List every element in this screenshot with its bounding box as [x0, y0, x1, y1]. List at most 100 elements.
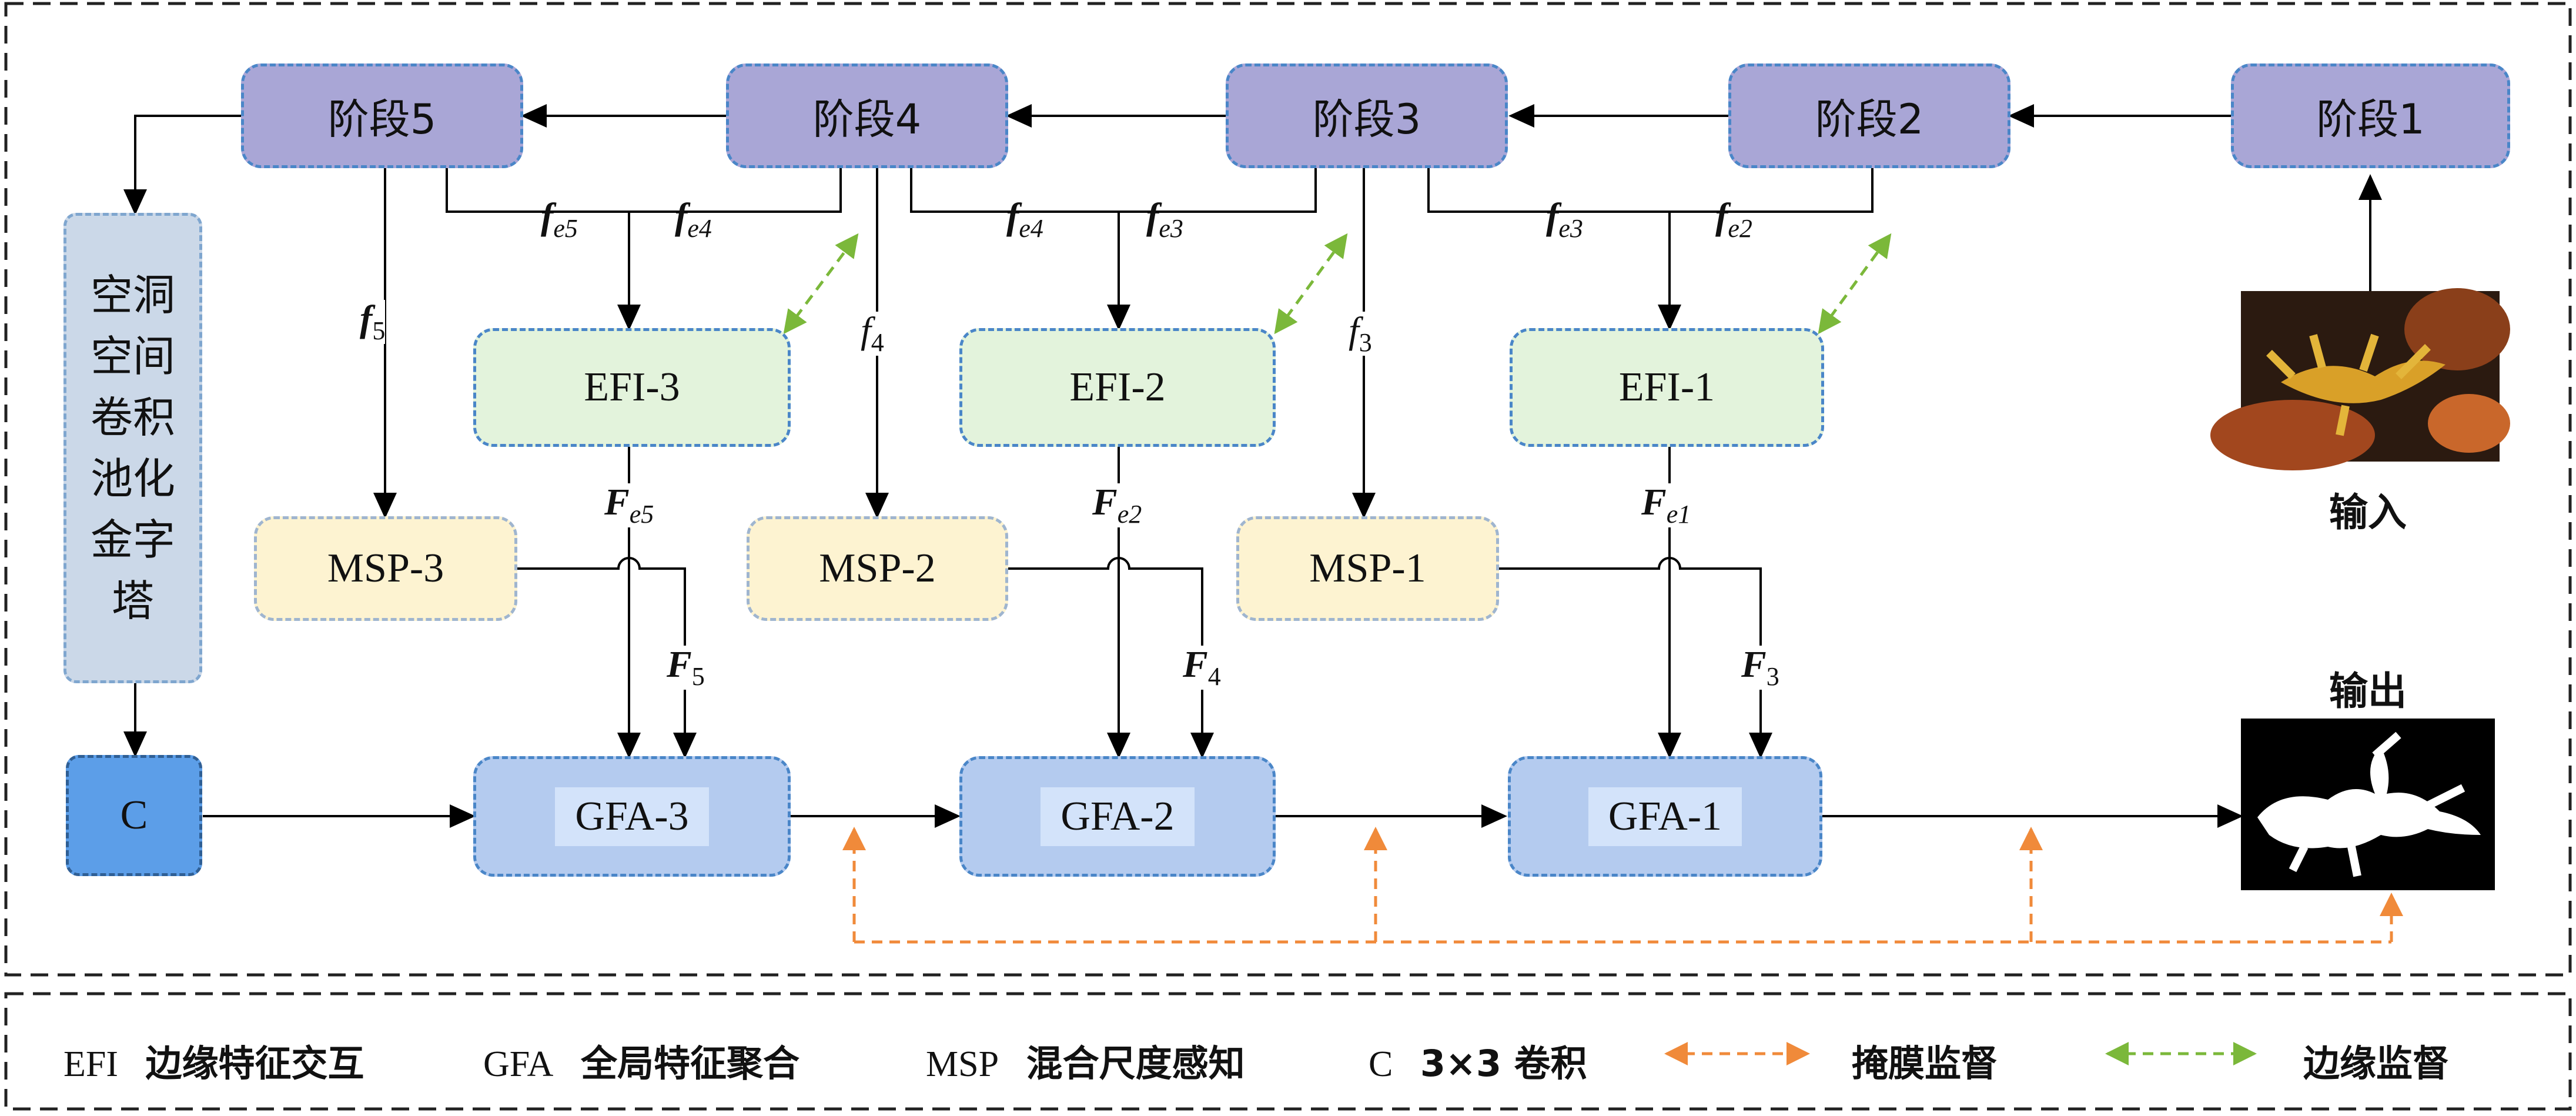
label-F3-base: F: [1741, 643, 1767, 685]
stage-2: 阶段2: [1728, 64, 2010, 168]
gfa-3-label: GFA-3: [555, 787, 709, 846]
label-fe5-sub: e5: [553, 213, 578, 243]
msp-1: MSP-1: [1236, 516, 1499, 621]
conv-label: C: [120, 793, 148, 838]
label-fe3-b-sub: e3: [1558, 213, 1583, 243]
stage-5-label: 阶段5: [327, 95, 437, 143]
legend-msp-desc: 混合尺度感知: [1026, 1042, 1245, 1085]
label-fe4-b-sub: e4: [1019, 213, 1043, 243]
aspp-line-3: 卷积: [90, 393, 175, 442]
label-fe3-b: fe3: [1546, 198, 1583, 242]
label-fe4-a-base: f: [675, 195, 688, 237]
label-F4-sub: 4: [1207, 661, 1221, 691]
label-F5-sub: 5: [691, 661, 705, 691]
label-fe5-base: f: [541, 195, 554, 237]
label-fe3-a: fe3: [1146, 198, 1183, 242]
aspp-line-4: 池化: [90, 454, 175, 503]
label-fe2-base: f: [1715, 195, 1728, 237]
legend-gfa-desc: 全局特征聚合: [580, 1042, 799, 1085]
label-fe4-a-sub: e4: [687, 213, 712, 243]
label-F4: F4: [1183, 646, 1221, 690]
output-mask: [2241, 719, 2495, 890]
label-Fe2: Fe2: [1092, 483, 1142, 527]
gfa-1-label: GFA-1: [1588, 787, 1742, 846]
label-Fe1-sub: e1: [1666, 499, 1691, 529]
label-Fe5-sub: e5: [629, 499, 654, 529]
legend-conv-desc: 3×3 卷积: [1420, 1042, 1587, 1085]
label-Fe1-base: F: [1641, 481, 1667, 523]
stage-5: 阶段5: [241, 64, 523, 168]
label-fe2: fe2: [1715, 198, 1752, 242]
legend-msp: MSP 混合尺度感知: [926, 1034, 1245, 1087]
label-Fe5: Fe5: [604, 483, 654, 527]
input-image: [2210, 288, 2510, 470]
stage-4-label: 阶段4: [812, 95, 922, 143]
aspp-line-5: 金字: [90, 515, 175, 564]
label-fe3-a-sub: e3: [1159, 213, 1183, 243]
efi-2-label: EFI-2: [1069, 365, 1166, 410]
aspp-line-1: 空洞: [90, 270, 175, 320]
legend-conv-abbr: C: [1369, 1044, 1393, 1084]
label-Fe5-base: F: [604, 481, 630, 523]
label-F3-sub: 3: [1766, 661, 1779, 691]
label-fe3-a-base: f: [1146, 195, 1159, 237]
aspp-block: 空洞 空间 卷积 池化 金字 塔: [63, 213, 202, 683]
label-Fe1: Fe1: [1641, 483, 1691, 527]
label-fe4-a: fe4: [675, 198, 712, 242]
msp-2: MSP-2: [747, 516, 1008, 621]
legend-gfa: GFA 全局特征聚合: [483, 1034, 799, 1087]
conv-block: C: [66, 755, 202, 876]
stage-3-label: 阶段3: [1312, 95, 1421, 143]
gfa-2-label: GFA-2: [1041, 787, 1195, 846]
label-f3: f3: [1349, 312, 1372, 356]
label-f5: f5: [360, 298, 386, 345]
output-label: 输出: [2329, 669, 2407, 714]
efi-2: EFI-2: [959, 328, 1276, 447]
label-F3: F3: [1741, 646, 1779, 690]
gfa-2: GFA-2: [959, 756, 1276, 877]
legend-frame: [4, 992, 2572, 1111]
legend-mask-supervision: 掩膜监督: [1852, 1042, 1998, 1085]
efi-1-label: EFI-1: [1618, 365, 1715, 410]
label-f5-base: f: [360, 298, 373, 339]
label-f3-base: f: [1349, 309, 1359, 351]
msp-3: MSP-3: [254, 516, 517, 621]
label-f5-sub: 5: [372, 316, 386, 345]
gfa-1: GFA-1: [1508, 756, 1822, 877]
gfa-3: GFA-3: [473, 756, 791, 877]
stage-3: 阶段3: [1226, 64, 1508, 168]
msp-3-label: MSP-3: [327, 546, 444, 591]
label-f3-sub: 3: [1359, 328, 1372, 357]
input-label: 输入: [2329, 490, 2407, 535]
efi-1: EFI-1: [1510, 328, 1824, 447]
efi-3: EFI-3: [473, 328, 791, 447]
stage-4: 阶段4: [726, 64, 1008, 168]
legend-edge-supervision: 边缘监督: [2303, 1042, 2450, 1085]
label-fe2-sub: e2: [1728, 213, 1752, 243]
legend-efi-desc: 边缘特征交互: [145, 1042, 364, 1085]
label-F4-base: F: [1183, 643, 1208, 685]
msp-1-label: MSP-1: [1309, 546, 1426, 591]
label-f4: f4: [861, 312, 884, 356]
legend-gfa-abbr: GFA: [483, 1044, 554, 1084]
stage-1: 阶段1: [2231, 64, 2510, 168]
label-fe4-b-base: f: [1006, 195, 1019, 237]
efi-3-label: EFI-3: [584, 365, 680, 410]
label-Fe2-base: F: [1092, 481, 1118, 523]
msp-2-label: MSP-2: [819, 546, 936, 591]
label-Fe2-sub: e2: [1117, 499, 1142, 529]
stage-1-label: 阶段1: [2316, 95, 2425, 143]
label-f4-base: f: [861, 309, 871, 351]
main-frame: [4, 2, 2572, 977]
label-f4-sub: 4: [871, 328, 884, 357]
aspp-line-2: 空间: [90, 332, 175, 381]
legend-conv: C 3×3 卷积: [1369, 1034, 1587, 1087]
label-fe5: fe5: [541, 198, 578, 242]
aspp-line-6: 塔: [111, 576, 154, 626]
label-fe4-b: fe4: [1006, 198, 1043, 242]
legend-efi: EFI 边缘特征交互: [63, 1034, 364, 1087]
label-F5-base: F: [667, 643, 692, 685]
legend-efi-abbr: EFI: [63, 1044, 118, 1084]
stage-2-label: 阶段2: [1815, 95, 1924, 143]
